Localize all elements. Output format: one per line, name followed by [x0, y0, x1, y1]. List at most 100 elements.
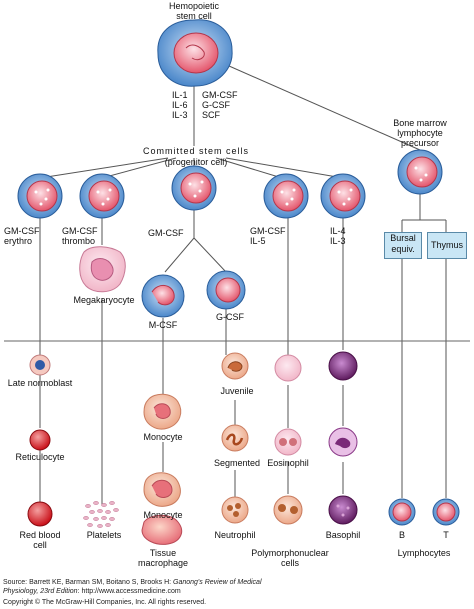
polymorpho-line1: Polymorphonuclear — [251, 548, 329, 558]
baso-factor-il3: IL-3 — [330, 236, 346, 246]
factor-il1: IL-1 — [172, 90, 188, 100]
eosino-factor-il5: IL-5 — [250, 236, 266, 246]
bursal-equiv-box: Bursal equiv. — [384, 232, 422, 259]
tissue-macrophage-line1: Tissue — [149, 548, 177, 558]
thymus-label: Thymus — [430, 240, 463, 250]
source-prefix: Source: Barrett KE, Barman SM, Boitano S… — [3, 579, 174, 586]
tissue-macrophage-line2: macrophage — [137, 558, 189, 568]
eosino-factor-gmcsf: GM-CSF — [250, 226, 286, 236]
thymus-box: Thymus — [427, 232, 467, 259]
source-book-title-1: Ganong's Review of Medical — [173, 579, 262, 586]
basophil-cell — [328, 495, 358, 525]
erythro-factor-erythro: erythro — [4, 236, 33, 246]
b-lymphocyte-label: B — [398, 530, 406, 540]
eosinophil-cell — [273, 495, 303, 525]
bone-marrow-line1: Bone marrow — [393, 118, 447, 128]
mono-factor-gmcsf: GM-CSF — [148, 228, 184, 238]
eosinophil-precursor-cell — [274, 354, 302, 382]
gcsf-cell — [206, 270, 246, 310]
progenitor-label: (progenitor cell) — [165, 157, 228, 167]
baso-factors: IL-4 IL-3 — [330, 226, 346, 246]
megakaryocyte-label: Megakaryocyte — [73, 295, 135, 305]
factor-gmcsf: GM-CSF — [202, 90, 238, 100]
thrombo-factor-thrombo: thrombo — [62, 236, 96, 246]
eosinophil-label: Eosinophil — [267, 458, 309, 468]
source-url: : http://www.accessmedicine.com — [77, 588, 181, 595]
reticulocyte-label: Reticulocyte — [15, 452, 65, 462]
monocyte-cell-2 — [143, 472, 181, 507]
mcsf-label: M-CSF — [148, 320, 178, 330]
stem-cell-label-line2: stem cell — [176, 11, 212, 21]
eosino-factors: GM-CSF IL-5 — [250, 226, 286, 246]
basophil-label: Basophil — [325, 530, 361, 540]
monocyte-cell-1 — [143, 393, 182, 430]
basophil-mid-cell — [328, 427, 358, 457]
monocyte-label-1: Monocyte — [143, 432, 183, 442]
bursal-line1: Bursal — [390, 233, 416, 243]
neutrophil-label: Neutrophil — [214, 530, 256, 540]
polymorphonuclear-label: Polymorphonuclear cells — [251, 548, 329, 568]
stem-cell-label-line1: Hemopoietic — [168, 1, 220, 11]
megakaryocyte-cell — [79, 246, 126, 293]
factor-il3: IL-3 — [172, 110, 188, 120]
progenitor-mono — [171, 165, 217, 211]
platelets-cluster — [83, 501, 119, 528]
committed-label-line1: Committed stem cells — [142, 146, 250, 156]
rbc-label: Red blood cell — [19, 530, 60, 550]
bone-marrow-line2: lymphocyte — [397, 128, 443, 138]
progenitor-thrombo — [79, 173, 125, 219]
basophil-precursor-cell — [328, 351, 358, 381]
thrombo-factors: GM-CSF thrombo — [62, 226, 98, 246]
tissue-macrophage-label: Tissue macrophage — [138, 548, 188, 568]
stem-cell — [157, 19, 233, 87]
tissue-macrophage-cell — [141, 514, 183, 545]
neutrophil-cell — [221, 496, 249, 524]
source-citation-line2: Physiology, 23rd Edition: http://www.acc… — [3, 587, 181, 596]
progenitor-baso — [320, 173, 366, 219]
source-citation: Source: Barrett KE, Barman SM, Boitano S… — [3, 578, 262, 587]
copyright: Copyright © The McGraw-Hill Companies, I… — [3, 599, 207, 606]
monocyte-label-2: Monocyte — [143, 510, 183, 520]
bursal-line2: equiv. — [391, 244, 415, 254]
erythro-factors: GM-CSF erythro — [4, 226, 40, 246]
baso-factor-il4: IL-4 — [330, 226, 346, 236]
committed-label-line2: (progenitor cell) — [164, 157, 228, 167]
reticulocyte-cell — [29, 429, 51, 451]
progenitor-eosino — [263, 173, 309, 219]
factor-il6: IL-6 — [172, 100, 188, 110]
factors-left: IL-1 IL-6 IL-3 — [172, 90, 188, 120]
factors-right: GM-CSF G-CSF SCF — [202, 90, 238, 120]
factor-scf: SCF — [202, 110, 220, 120]
progenitor-lymphocyte — [397, 149, 443, 195]
platelets-label: Platelets — [86, 530, 122, 540]
gcsf-label: G-CSF — [216, 312, 244, 322]
committed-label: Committed stem cells — [139, 146, 253, 156]
red-blood-cell — [27, 501, 53, 527]
rbc-label-line1: Red blood — [19, 530, 61, 540]
t-lymphocyte-label: T — [443, 530, 449, 540]
segmented-cell — [221, 424, 249, 452]
rbc-label-line2: cell — [33, 540, 47, 550]
lymphocytes-label: Lymphocytes — [397, 548, 451, 558]
t-lymphocyte-cell — [432, 498, 460, 526]
eosinophil-mid-cell — [274, 428, 302, 456]
bone-marrow-label: Bone marrow lymphocyte precursor — [393, 118, 447, 148]
juvenile-label: Juvenile — [220, 386, 254, 396]
late-normoblast-cell — [29, 354, 51, 376]
juvenile-cell — [221, 352, 249, 380]
bone-marrow-line3: precursor — [400, 138, 439, 148]
thrombo-factor-gmcsf: GM-CSF — [62, 226, 98, 236]
source-book-title-2: Physiology, 23rd Edition — [3, 588, 78, 595]
factor-gcsf: G-CSF — [202, 100, 230, 110]
mcsf-cell — [141, 274, 185, 318]
connector-lines — [39, 61, 447, 505]
mono-factors: GM-CSF — [148, 228, 184, 238]
polymorpho-line2: cells — [280, 558, 300, 568]
erythro-factor-gmcsf: GM-CSF — [4, 226, 40, 236]
progenitor-erythro — [17, 173, 63, 219]
late-normoblast-label: Late normoblast — [7, 378, 73, 388]
b-lymphocyte-cell — [388, 498, 416, 526]
segmented-label: Segmented — [213, 458, 261, 468]
stem-cell-label: Hemopoietic stem cell — [169, 1, 219, 21]
